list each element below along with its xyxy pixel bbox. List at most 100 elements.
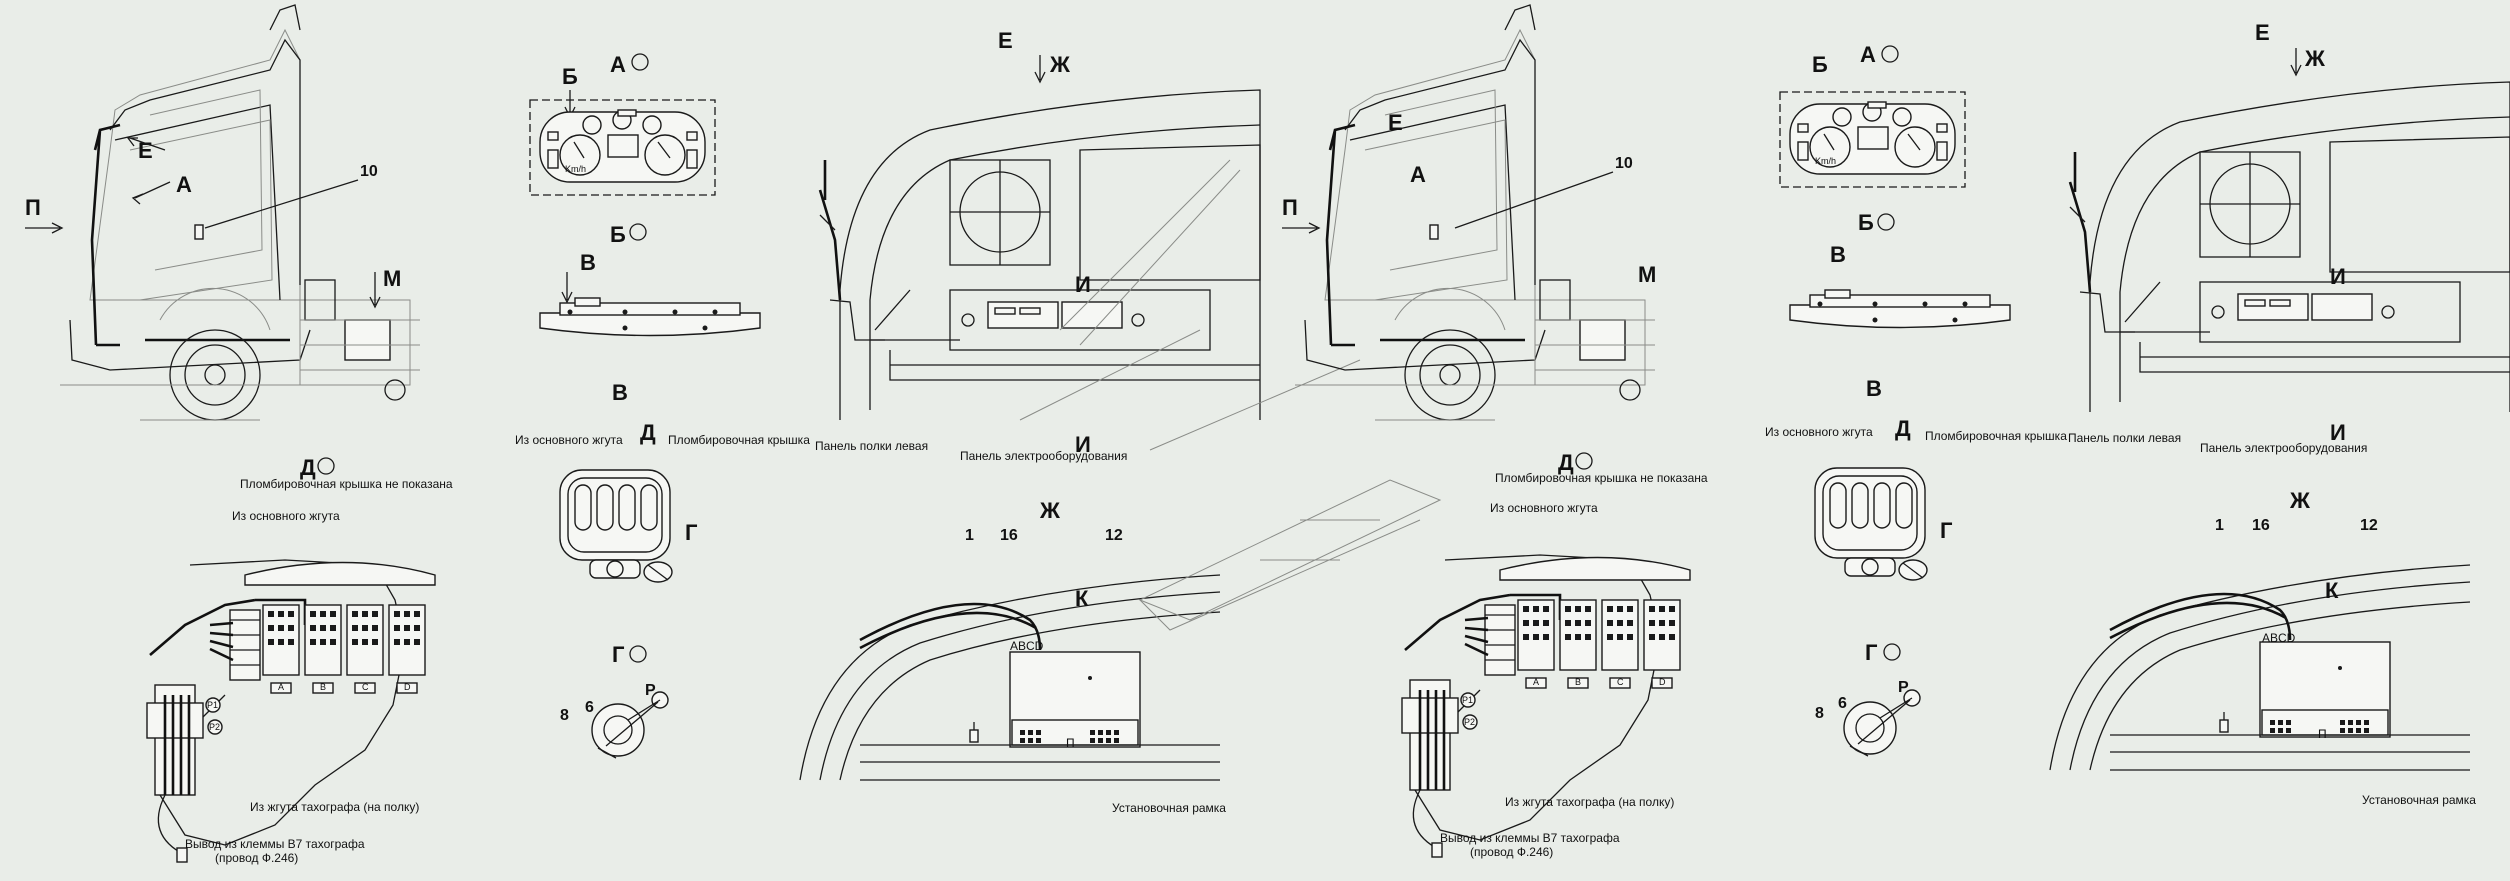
pin-a: A — [278, 682, 284, 692]
view-e-title: Е — [998, 28, 1013, 53]
view-e-title-right: Е — [2255, 20, 2270, 45]
connector-p2-right: Р2 — [1464, 717, 1475, 727]
pin-c-right: C — [1617, 677, 1624, 687]
view-d-title-right: Д — [1558, 450, 1574, 475]
callout-10-right: 10 — [1615, 155, 1633, 172]
pin-a-right: A — [1533, 677, 1539, 687]
sealing-cover-view-v — [559, 469, 673, 583]
dashboard-view-a-right — [1779, 91, 1966, 188]
label-shelf-panel-left: Панель полки левая — [815, 439, 928, 453]
connector-p1: Р1 — [207, 700, 218, 710]
view-a-symbol — [631, 53, 649, 71]
seal-view-g — [591, 691, 669, 759]
label-electrical-panel-right: Панель электрооборудования — [2200, 441, 2367, 455]
label-from-main-harness-v-right: Из основного жгута — [1765, 425, 1873, 439]
label-b7-terminal-right: Вывод из клеммы В7 тахографа — [1440, 831, 1620, 845]
sheet-right: Е А П 10 М Б А Km/h Б В В Из основного ж… — [1282, 3, 2510, 859]
seal-view-g-right — [1843, 689, 1921, 757]
view-b-marker-right: Б — [1812, 52, 1828, 77]
pin-d: D — [404, 682, 411, 692]
callout-1: 1 — [965, 527, 974, 544]
view-v-title: В — [612, 380, 628, 405]
label-b7-terminal: Вывод из клеммы В7 тахографа — [185, 837, 365, 851]
connector-p2: Р2 — [209, 722, 220, 732]
view-m-marker-right: М — [1638, 262, 1656, 287]
view-zh-title-right: Ж — [2289, 488, 2310, 513]
view-g-title-right: Г — [1865, 640, 1878, 665]
view-a-marker: А — [176, 172, 192, 197]
callout-16-right: 16 — [2252, 517, 2270, 534]
label-sealing-cover-not-shown: Пломбировочная крышка не показана — [240, 477, 453, 491]
section-i-top: И — [1075, 272, 1091, 297]
label-from-main-harness-d-right: Из основного жгута — [1490, 501, 1598, 515]
connector-p1-right: Р1 — [1462, 695, 1473, 705]
pin-d-right: D — [1659, 677, 1666, 687]
view-zh-marker: Ж — [1049, 52, 1070, 77]
shelf-view-b — [539, 297, 761, 337]
view-zh-marker-right: Ж — [2304, 46, 2325, 71]
speedometer-kmh-label: Km/h — [565, 164, 586, 174]
pins-abcd-right: ABCD — [2262, 631, 2296, 645]
label-sealing-cover-not-shown-right: Пломбировочная крышка не показана — [1495, 471, 1708, 485]
callout-1-right: 1 — [2215, 517, 2224, 534]
view-d-title: Д — [300, 455, 316, 480]
view-v-marker-right: В — [1830, 242, 1846, 267]
callout-12-right: 12 — [2360, 517, 2378, 534]
wiring-detail-d-right — [1400, 553, 1692, 859]
speedometer-kmh-label-right: Km/h — [1815, 156, 1836, 166]
view-b-title-right: Б — [1858, 210, 1874, 235]
wiring-detail-d — [145, 558, 437, 864]
view-a-title-right: А — [1860, 42, 1876, 67]
view-b-marker: Б — [562, 64, 578, 89]
label-mounting-frame: Установочная рамка — [1112, 801, 1226, 815]
sheet-left: Е А П 10 М Б А Km/h Б В В Из основного ж… — [25, 3, 1262, 865]
view-d-symbol — [317, 457, 335, 475]
label-from-main-harness-d: Из основного жгута — [232, 509, 340, 523]
view-k-marker: К — [1075, 586, 1089, 611]
view-v-title-right: В — [1866, 376, 1882, 401]
view-zh-title: Ж — [1039, 498, 1060, 523]
view-p-marker: П — [25, 195, 41, 220]
callout-r: Р — [645, 682, 656, 699]
wiring-detail-zh — [798, 573, 1222, 782]
view-a-title: А — [610, 52, 626, 77]
view-b-symbol-right — [1877, 213, 1895, 231]
pin-c: C — [362, 682, 369, 692]
view-b-title: Б — [610, 222, 626, 247]
label-p-right: П — [2318, 727, 2327, 741]
view-k-marker-right: К — [2325, 578, 2339, 603]
label-wire-f246-right: (провод Ф.246) — [1470, 845, 1553, 859]
label-shelf-panel-left-right: Панель полки левая — [2068, 431, 2181, 445]
sealing-cover-view-v-right — [1814, 467, 1928, 581]
callout-8-right: 8 — [1815, 705, 1824, 722]
view-m-marker: М — [383, 266, 401, 291]
label-sealing-cover: Пломбировочная крышка — [668, 433, 810, 447]
view-b-symbol — [629, 223, 647, 241]
callout-r-right: Р — [1898, 679, 1909, 696]
wiring-detail-zh-right — [2048, 563, 2472, 772]
view-g-symbol-right — [1883, 643, 1901, 661]
truck-cab-side-view — [58, 3, 422, 422]
dashboard-view-a — [529, 99, 716, 196]
callout-16: 16 — [1000, 527, 1018, 544]
section-i-bottom-right: И — [2330, 420, 2346, 445]
truck-cab-side-view-right — [1293, 3, 1657, 422]
view-a-symbol-right — [1881, 45, 1899, 63]
view-g-symbol — [629, 645, 647, 663]
section-i-bottom: И — [1075, 432, 1091, 457]
view-d-marker: Д — [640, 420, 656, 445]
label-from-tacho-harness: Из жгута тахографа (на полку) — [250, 800, 419, 814]
section-i-top-right: И — [2330, 264, 2346, 289]
callout-6: 6 — [585, 699, 594, 716]
panel-view-e — [818, 88, 1262, 422]
view-v-marker: В — [580, 250, 596, 275]
view-g-marker-right: Г — [1940, 518, 1953, 543]
view-g-marker: Г — [685, 520, 698, 545]
label-p: П — [1066, 736, 1075, 750]
pin-b-right: B — [1575, 677, 1581, 687]
pin-b: B — [320, 682, 326, 692]
label-from-tacho-harness-right: Из жгута тахографа (на полку) — [1505, 795, 1674, 809]
callout-8: 8 — [560, 707, 569, 724]
view-p-marker-right: П — [1282, 195, 1298, 220]
